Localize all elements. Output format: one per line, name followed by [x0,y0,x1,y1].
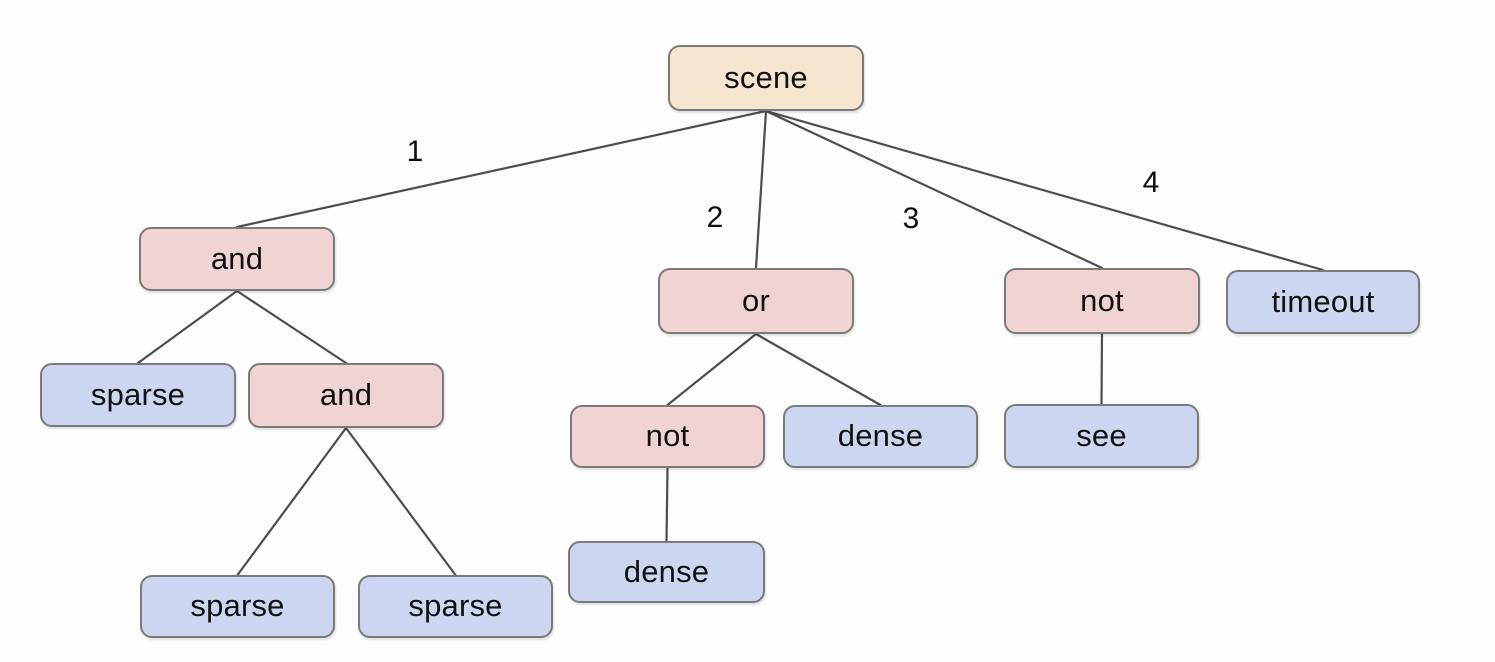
edge-scene-to-timeout1 [764,109,1325,272]
node-label-dense2: dense [623,553,710,589]
node-label-and1: and [210,240,264,276]
node-label-or1: or [742,282,770,318]
node-label-timeout1: timeout [1271,283,1375,319]
node-scene[interactable]: scene [668,45,864,111]
edge-scene-to-or1 [754,109,768,270]
edge-or1-to-not2 [666,332,758,407]
edge-scene-to-not1 [764,109,1104,270]
edge-and2-to-sparse3 [344,426,457,577]
node-dense1[interactable]: dense [783,405,978,468]
node-sparse1[interactable]: sparse [40,363,236,427]
edge-label-scene-to-or1: 2 [706,201,724,234]
edge-not1-to-see1 [1100,332,1104,406]
node-and2[interactable]: and [248,363,444,428]
node-label-scene: scene [724,59,808,95]
edge-label-scene-to-not1: 3 [902,202,920,235]
node-not2[interactable]: not [570,405,765,468]
node-not1[interactable]: not [1004,268,1200,334]
node-see1[interactable]: see [1004,404,1199,468]
edge-scene-to-and1 [235,109,768,229]
node-and1[interactable]: and [139,227,335,291]
node-label-sparse1: sparse [90,376,186,412]
edge-and1-to-and2 [235,289,348,365]
node-label-sparse3: sparse [408,588,503,623]
edge-label-scene-to-timeout1: 4 [1142,166,1160,199]
node-or1[interactable]: or [658,268,854,334]
edge-or1-to-dense1 [754,332,882,407]
node-label-sparse2: sparse [190,588,285,623]
node-label-not2: not [645,418,690,453]
node-sparse2[interactable]: sparse [140,575,335,638]
node-label-not1: not [1080,282,1124,318]
node-timeout1[interactable]: timeout [1226,270,1420,334]
node-label-see1: see [1076,417,1127,453]
edge-and2-to-sparse2 [236,426,348,577]
edge-label-scene-to-and1: 1 [406,135,424,168]
edge-and1-to-sparse1 [136,289,239,365]
edge-not2-to-dense2 [665,466,669,543]
node-dense2[interactable]: dense [568,541,765,603]
node-label-dense1: dense [837,418,924,453]
node-sparse3[interactable]: sparse [358,575,553,638]
node-label-and2: and [319,377,373,412]
